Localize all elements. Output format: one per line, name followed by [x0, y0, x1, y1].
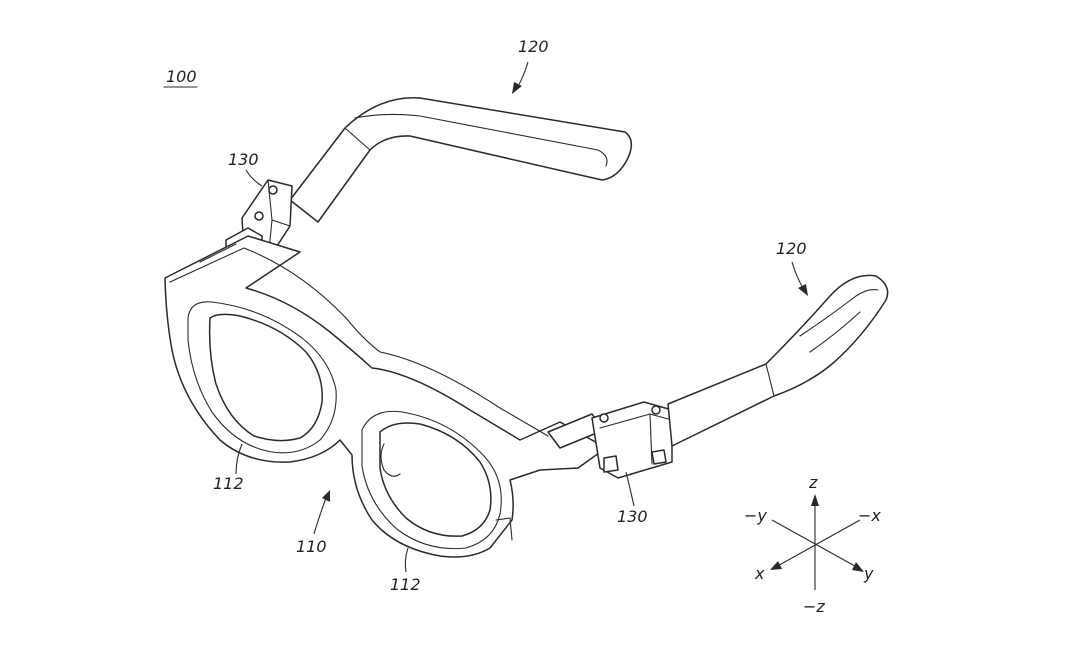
hinge-near	[547, 401, 673, 479]
temple-near-groove	[799, 289, 879, 337]
temple-near-outline	[667, 274, 889, 447]
temple-near-segment-line	[765, 363, 775, 397]
z-axis-arrow	[811, 494, 819, 506]
lens-left-leader	[235, 443, 243, 475]
x-pos-label: x	[754, 564, 765, 583]
axes-indicator: z −z −y y −x x	[744, 473, 881, 616]
lens-right-leader	[404, 547, 409, 573]
z-pos-label: z	[808, 473, 818, 492]
temple-near-label: 120	[776, 239, 807, 258]
frame-arrow	[322, 490, 330, 502]
temple-near-groove-2	[809, 311, 861, 353]
hinge-far-leader	[245, 169, 263, 187]
temple-far-label: 120	[518, 37, 549, 56]
hinge-far-label: 130	[228, 150, 259, 169]
hinge-far-screw-top	[268, 185, 278, 195]
y-neg-label: −y	[744, 506, 767, 525]
device-label: 100	[166, 67, 197, 86]
lens-left	[208, 313, 323, 442]
temple-far-groove	[354, 113, 608, 167]
hinge-near-pin-2	[651, 449, 667, 465]
temple-far	[289, 97, 633, 223]
temple-near-leader	[791, 261, 805, 291]
y-axis-arrow	[852, 562, 864, 572]
nose-pad	[380, 443, 401, 477]
lens-right-label: 112	[390, 575, 421, 594]
frame-top-edge	[169, 247, 549, 437]
frame-far-end-detail	[199, 243, 237, 263]
hinge-near-screw-left	[599, 413, 609, 423]
hinge-near-screw-right	[651, 405, 661, 415]
frame-corner-detail	[495, 517, 513, 541]
frame-outline	[164, 235, 607, 558]
x-neg-label: −x	[858, 506, 881, 525]
lens-right	[379, 422, 492, 537]
temple-near	[667, 274, 889, 447]
x-axis-line	[773, 519, 861, 569]
x-axis-arrow	[770, 561, 782, 570]
hinge-near-leader	[625, 471, 635, 507]
y-axis-line	[771, 519, 863, 571]
temple-near-arrow	[798, 284, 808, 296]
hinge-near-pin	[603, 455, 619, 473]
lens-left-outer	[187, 301, 337, 454]
temple-far-arrow	[512, 82, 522, 94]
temple-far-segment-line	[344, 127, 371, 151]
hinge-near-label: 130	[617, 507, 648, 526]
device-label-group: 100	[163, 67, 198, 88]
temple-far-outline	[289, 97, 633, 223]
hinge-near-edge-2	[649, 413, 653, 465]
frame	[164, 235, 607, 558]
frame-label: 110	[296, 537, 327, 556]
lens-left-label: 112	[213, 474, 244, 493]
y-pos-label: y	[863, 564, 874, 583]
z-neg-label: −z	[803, 597, 825, 616]
frame-leader	[313, 497, 327, 535]
hinge-far-screw-bottom	[254, 211, 264, 221]
lens-right-outer	[361, 410, 502, 550]
